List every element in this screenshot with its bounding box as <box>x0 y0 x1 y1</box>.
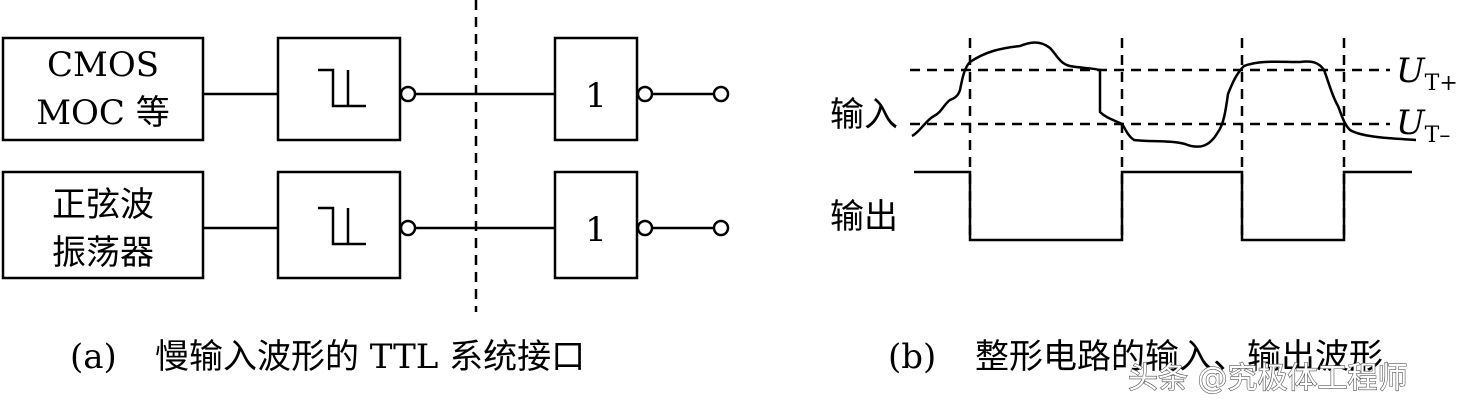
inverter-label-bottom: 1 <box>585 210 607 250</box>
inversion-bubble <box>399 219 417 237</box>
inverter-box-top <box>553 36 639 142</box>
waveform-diagram <box>910 38 1417 242</box>
source-bottom-line1: 正弦波 <box>52 185 154 225</box>
schmitt-box-bottom <box>276 170 402 280</box>
output-waveform <box>914 170 1412 242</box>
inversion-bubble <box>399 85 417 103</box>
watermark: 头条 @究极体工程师 <box>1128 361 1408 396</box>
inversion-bubble <box>636 219 654 237</box>
source-box-oscillator <box>1 170 205 280</box>
output-terminal <box>712 219 730 237</box>
caption-b-tag: (b) <box>888 337 936 377</box>
caption-a-tag: (a) <box>70 337 117 377</box>
threshold-high-label: UT+ <box>1396 51 1458 96</box>
schmitt-box-top <box>276 36 402 142</box>
inverter-box-bottom <box>553 170 639 280</box>
source-bottom-line2: 振荡器 <box>52 233 154 273</box>
input-label: 输入 <box>830 95 898 135</box>
hysteresis-icon <box>318 68 366 108</box>
output-terminal <box>712 85 730 103</box>
source-top-line2: MOC 等 <box>36 93 170 133</box>
hysteresis-icon <box>318 206 366 246</box>
caption-a-text: 慢输入波形的 TTL 系统接口 <box>155 337 585 377</box>
caption-b-text: 整形电路的输入、输出波形 <box>975 337 1383 377</box>
output-label: 输出 <box>830 197 898 237</box>
inverter-label-top: 1 <box>585 76 607 116</box>
inversion-bubble <box>636 85 654 103</box>
source-top-line1: CMOS <box>47 45 159 85</box>
threshold-low-label: UT– <box>1396 103 1450 148</box>
source-box-cmos <box>1 36 205 142</box>
input-waveform <box>911 41 1417 148</box>
interface-diagram <box>1 0 730 312</box>
